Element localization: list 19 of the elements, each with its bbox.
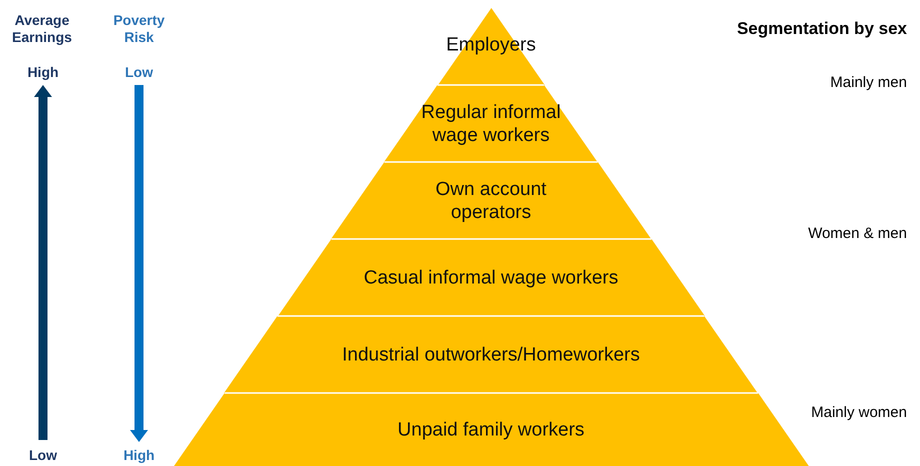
segment-label: Women & men [808,225,907,242]
axis-end-label: High [123,447,155,464]
axis-heading: Average Earnings [11,12,73,46]
segment-label: Mainly women [811,404,907,421]
axis-heading: Poverty Risk [112,12,166,46]
axis-end-label: Low [125,64,153,81]
tier-label: Own account operators [434,178,548,224]
pyramid-tier [330,162,652,239]
axis-end-label: High [27,64,59,81]
tier-label: Industrial outworkers/Homeworkers [341,343,641,366]
heading: Segmentation by sex [736,20,907,37]
tier-label: Unpaid family workers [396,418,586,441]
pyramid-tier [174,393,808,466]
tier-label: Casual informal wage workers [362,266,620,289]
axis-end-label: Low [29,447,57,464]
pyramid-tier [224,316,758,393]
pyramid-tier [278,239,704,316]
tier-label: Regular informal wage workers [420,100,561,146]
segment-label: Mainly men [830,74,907,91]
